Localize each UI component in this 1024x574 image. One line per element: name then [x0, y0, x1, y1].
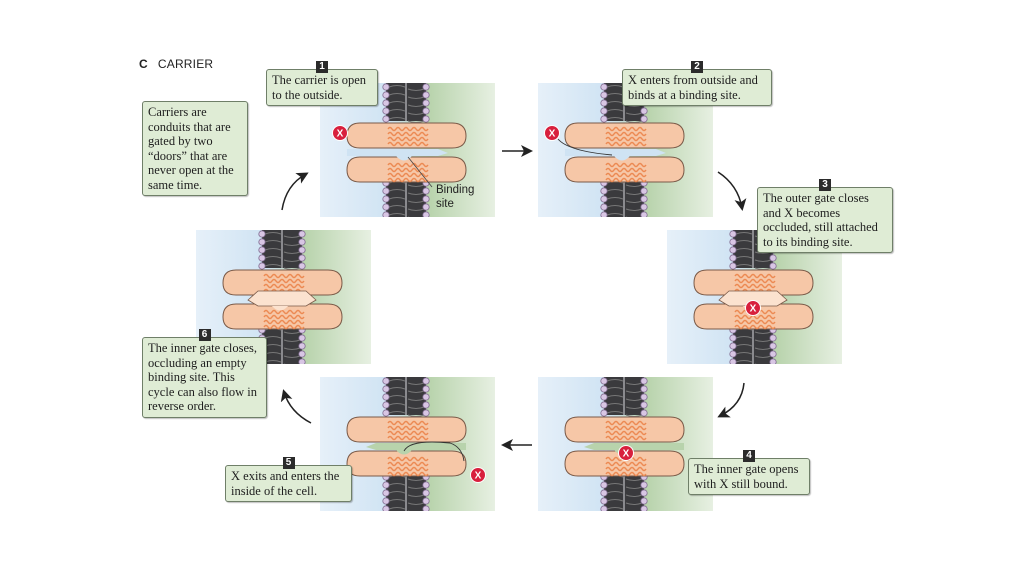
svg-text:X: X	[549, 129, 556, 140]
svg-text:X: X	[623, 449, 630, 460]
binding-site-label: Binding site	[436, 184, 475, 210]
binding-site-pointer	[407, 156, 433, 188]
step-1-number: 1	[316, 61, 328, 73]
panel-title: CARRIER	[157, 57, 214, 71]
svg-text:X: X	[750, 304, 757, 315]
carrier-protein	[346, 122, 467, 183]
solute-x-icon: X	[332, 125, 348, 141]
arrow-5-to-6	[280, 389, 312, 424]
figure-heading: C CARRIER	[139, 57, 213, 71]
step-6-number: 6	[198, 329, 211, 341]
step-3-text: The outer gate closes and X becomes occl…	[763, 191, 878, 249]
arrow-3-to-4	[717, 382, 745, 418]
step-4-note: 4 The inner gate opens with X still boun…	[688, 450, 810, 495]
intro-note: Carriers are conduits that are gated by …	[142, 101, 248, 196]
svg-text:X: X	[475, 471, 482, 482]
step-5-text: X exits and enters the inside of the cel…	[231, 469, 340, 498]
step-2-note: 2 X enters from outside and binds at a b…	[622, 61, 772, 106]
svg-text:X: X	[337, 129, 344, 140]
step-4-number: 4	[743, 450, 755, 462]
solute-x-icon: X	[470, 467, 486, 483]
arrow-6-to-1	[281, 172, 309, 211]
carrier-protein	[693, 269, 814, 330]
step-5-note: 5 X exits and enters the inside of the c…	[225, 457, 352, 502]
step-5-number: 5	[282, 457, 295, 469]
panel-step-4: X	[538, 377, 713, 511]
panel-step-2: X	[538, 83, 713, 217]
intro-note-text: Carriers are conduits that are gated by …	[148, 105, 234, 192]
lipid-bilayer	[382, 83, 430, 217]
step-6-text: The inner gate closes, occluding an empt…	[148, 341, 257, 413]
step-6-note: 6 The inner gate closes, occluding an em…	[142, 329, 267, 418]
solute-x-icon: X	[745, 300, 761, 316]
step-4-text: The inner gate opens with X still bound.	[694, 462, 799, 491]
step-1-note: 1 The carrier is open to the outside.	[266, 61, 378, 106]
lipid-bilayer	[258, 230, 306, 364]
panel-letter: C	[139, 57, 148, 71]
carrier-protein	[346, 416, 467, 477]
carrier-protein	[564, 122, 685, 183]
panel-step-6	[196, 230, 371, 364]
lipid-bilayer	[382, 377, 430, 511]
step-2-text: X enters from outside and binds at a bin…	[628, 73, 758, 102]
arrow-2-to-3	[717, 171, 747, 211]
step-2-number: 2	[691, 61, 703, 73]
solute-x-icon: X	[544, 125, 560, 141]
solute-x-icon: X	[618, 445, 634, 461]
lipid-bilayer	[600, 377, 648, 511]
carrier-protein	[222, 269, 343, 330]
step-3-number: 3	[819, 179, 831, 191]
step-3-note: 3 The outer gate closes and X becomes oc…	[757, 179, 893, 253]
step-1-text: The carrier is open to the outside.	[272, 73, 367, 102]
